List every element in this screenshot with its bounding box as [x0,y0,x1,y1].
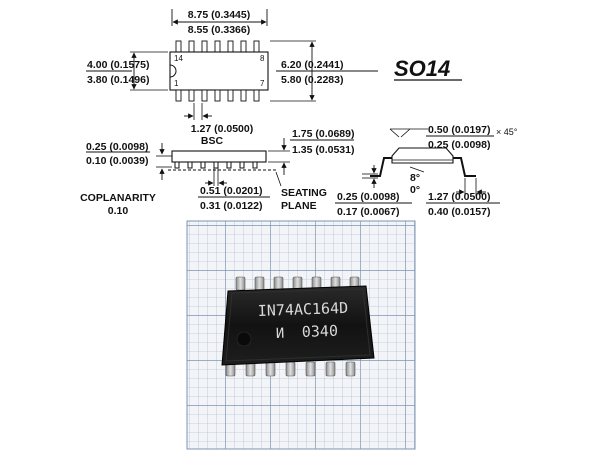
photo-upper-leads [235,276,360,291]
coplanarity-label: COPLANARITY [80,192,156,204]
seating-label: SEATING [281,187,327,199]
chip-marking-logo: И [276,326,285,342]
package-title: SO14 [394,56,450,81]
chamfer-angle-label: × 45° [496,127,518,137]
pin14-label: 14 [174,54,183,63]
lead-width-min-label: 0.31 (0.0122) [200,200,262,212]
standoff-max-label: 0.25 (0.0098) [86,141,148,153]
top-view-body [169,51,269,91]
pitch-label: 1.27 (0.0500) [191,123,253,135]
pitch-note-label: BSC [201,135,224,147]
plane-label: PLANE [281,200,317,212]
foot-length-min-label: 0.40 (0.0157) [428,206,490,218]
pin8-label: 8 [260,54,265,63]
angle-min-label: 0° [410,184,420,196]
pin1-dot [236,331,252,347]
lead-thickness-min-label: 0.17 (0.0067) [337,206,399,218]
lead-thickness-max-label: 0.25 (0.0098) [337,191,399,203]
pin7-label: 7 [260,79,265,88]
lead-width-max-label: 0.51 (0.0201) [200,185,262,197]
length-max-label: 8.75 (0.3445) [188,9,250,21]
length-min-label: 8.55 (0.3366) [188,24,250,36]
coplanarity-value: 0.10 [108,205,129,217]
top-view-upper-pins [175,40,260,53]
total-width-max-label: 6.20 (0.2441) [281,59,343,71]
chip-marking-line1: IN74AC164D [258,299,349,320]
chip-marking-line2: 0340 [302,322,339,341]
pin1-label: 1 [174,79,179,88]
end-view-lead-left [370,157,392,177]
foot-length-max-label: 1.27 (0.0500) [428,191,490,203]
chamfer-max-label: 0.50 (0.0197) [428,124,490,136]
top-view: 8.75 (0.3445) 8.55 (0.3366) 14 8 1 7 [86,9,378,147]
end-view-body [391,147,454,164]
photo-chip-body [221,285,375,366]
height-min-label: 1.35 (0.0531) [292,144,354,156]
standoff-min-label: 0.10 (0.0039) [86,155,148,167]
chip-photo: IN74AC164D И 0340 [186,220,416,450]
side-view-body [171,150,267,163]
photo-lower-leads [225,361,356,377]
height-max-label: 1.75 (0.0689) [292,128,354,140]
end-view-lead-right [453,157,476,177]
total-width-min-label: 5.80 (0.2283) [281,74,343,86]
body-width-max-label: 4.00 (0.1575) [87,59,149,71]
end-view: 0.50 (0.0197) × 45° 0.25 (0.0098) 8° 0° … [335,124,518,218]
body-width-min-label: 3.80 (0.1496) [87,74,149,86]
side-view: 0.25 (0.0098) 0.10 (0.0039) 1.75 (0.0689… [80,128,354,217]
side-view-leads [174,161,258,169]
top-view-lower-pins [175,89,260,102]
pin1-notch [169,64,177,78]
angle-max-label: 8° [410,172,420,184]
